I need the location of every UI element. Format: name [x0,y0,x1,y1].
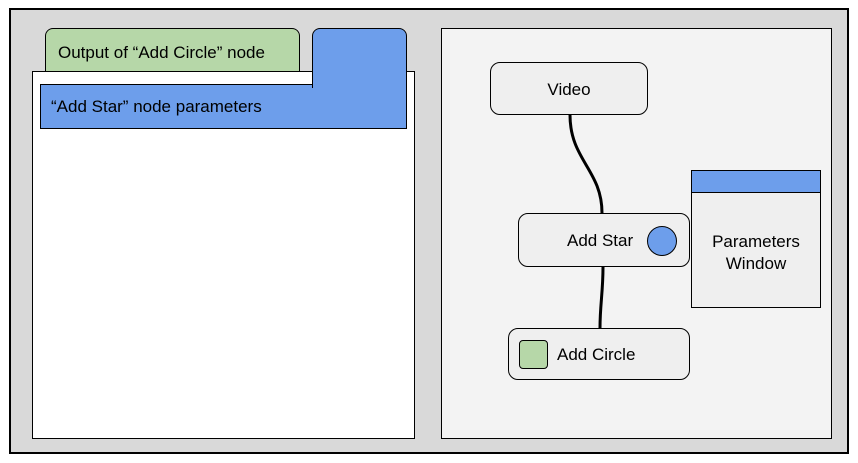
parameters-window-titlebar[interactable] [692,171,820,193]
node-add-circle-label: Add Circle [557,345,636,364]
parameters-window-label-line1: Parameters [712,232,800,251]
parameters-window[interactable]: Parameters Window [691,170,821,308]
node-add-star-label: Add Star [567,231,634,250]
output-indicator-square[interactable] [519,340,548,369]
parameters-window-label-line2: Window [725,254,787,273]
parameters-indicator-dot[interactable] [647,226,677,256]
node-video-label: Video [547,80,591,99]
parameters-header-label: “Add Star” node parameters [51,97,262,116]
parameters-window-label: Parameters Window [692,231,820,275]
tab-add-star-parameters[interactable] [312,28,407,88]
tab-add-circle-output[interactable]: Output of “Add Circle” node [45,28,300,72]
parameters-header: “Add Star” node parameters [40,84,407,129]
tab-add-circle-output-label: Output of “Add Circle” node [58,43,265,62]
node-add-star[interactable]: Add Star [518,213,690,267]
node-video[interactable]: Video [490,62,648,115]
node-add-circle[interactable]: Add Circle [508,328,690,380]
